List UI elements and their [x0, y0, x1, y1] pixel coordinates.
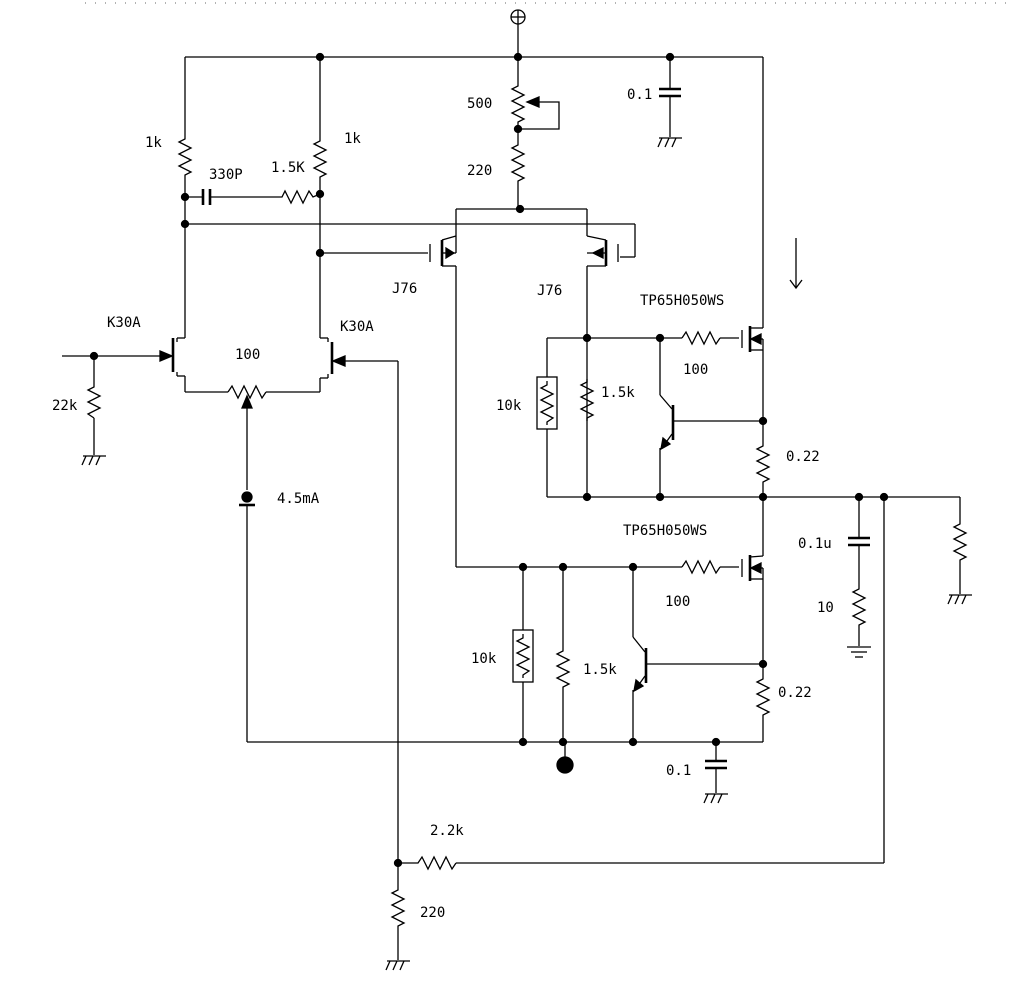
junction-dot	[655, 492, 665, 502]
resistor-1-5k-upper	[579, 379, 595, 421]
label-pot-500: 500	[467, 96, 492, 112]
ground-symbol	[947, 594, 972, 605]
ground-symbol	[385, 960, 410, 971]
junction-dot	[518, 737, 528, 747]
bjt-limiter-upper	[659, 394, 675, 451]
pot-wiper-arrow	[525, 96, 540, 108]
positive-supply-terminal	[510, 9, 526, 57]
label-jfet-left: K30A	[107, 315, 141, 331]
label-pmos-left: J76	[392, 281, 417, 297]
resistor-220-bottom	[390, 886, 406, 929]
bjt-limiter-lower	[632, 636, 648, 693]
label-r-2-2k: 2.2k	[430, 823, 464, 839]
label-r-10k-lower: 10k	[471, 651, 497, 667]
label-r-1-5k-upper: 1.5k	[601, 385, 635, 401]
capacitor-330p	[201, 189, 212, 205]
resistor-22k	[86, 383, 102, 419]
label-current-source: 4.5mA	[277, 491, 320, 507]
label-r-100-upper: 100	[683, 362, 708, 378]
label-pot-100: 100	[235, 347, 260, 363]
potentiometer-100	[227, 384, 267, 400]
resistor-100-lower	[681, 559, 721, 575]
label-r-1-5k-feedback: 1.5K	[271, 160, 305, 176]
label-c-0-1u-zobel: 0.1u	[798, 536, 832, 552]
label-r-1k-right: 1k	[344, 131, 361, 147]
label-mosfet-lower: TP65H050WS	[623, 523, 707, 539]
mosfet-tp65h050ws-upper	[741, 326, 764, 352]
ground-symbol	[81, 455, 106, 466]
negative-supply-terminal	[556, 756, 574, 774]
label-r-0-22-lower: 0.22	[778, 685, 812, 701]
junction-dot	[582, 492, 592, 502]
jfet-k30a-right	[319, 337, 346, 392]
junction-dot	[582, 333, 592, 343]
resistor-0-22-upper	[755, 442, 771, 485]
ground-symbol	[657, 137, 682, 148]
resistor-10k-upper	[536, 376, 558, 430]
resistor-220-top	[510, 141, 526, 184]
label-r-0-22-upper: 0.22	[786, 449, 820, 465]
label-jfet-right: K30A	[340, 319, 374, 335]
capacitor-0-1-bottom	[705, 759, 727, 770]
resistor-0-22-lower	[755, 675, 771, 718]
resistor-10k-lower	[512, 629, 534, 683]
label-r-220-top: 220	[467, 163, 492, 179]
jfet-k30a-left	[159, 337, 186, 392]
pmos-j76-right	[586, 235, 619, 267]
wire	[518, 101, 560, 130]
label-r-220-bottom: 220	[420, 905, 445, 921]
resistor-10-zobel	[851, 585, 867, 628]
pmos-j76-left	[429, 235, 457, 267]
mosfet-tp65h050ws-lower	[741, 555, 764, 581]
junction-dot	[628, 737, 638, 747]
current-direction-arrow	[789, 238, 803, 290]
label-c-330p: 330P	[209, 167, 243, 183]
resistor-1-5k-lower	[555, 648, 571, 690]
resistor-1k-right	[312, 137, 328, 180]
resistor-100-upper	[681, 330, 721, 346]
label-r-22k: 22k	[52, 398, 78, 414]
capacitor-0-1u-zobel	[848, 536, 870, 547]
label-r-100-lower: 100	[665, 594, 690, 610]
label-r-10k-upper: 10k	[496, 398, 522, 414]
current-source-4-5ma	[239, 491, 255, 507]
label-r-1-5k-lower: 1.5k	[583, 662, 617, 678]
potentiometer-500	[510, 83, 526, 129]
resistor-load	[952, 520, 968, 563]
resistor-1k-left	[177, 135, 193, 178]
ground-symbol	[703, 793, 728, 804]
label-mosfet-upper: TP65H050WS	[640, 293, 724, 309]
label-r-1k-left: 1k	[145, 135, 162, 151]
label-c-0-1-bottom: 0.1	[666, 763, 691, 779]
resistor-2-2k	[398, 855, 457, 871]
signal-ground-symbol	[847, 646, 871, 658]
resistor-1-5k-feedback	[278, 189, 321, 205]
label-r-10-zobel: 10	[817, 600, 834, 616]
label-c-0-1-top: 0.1	[627, 87, 652, 103]
capacitor-0-1-top	[659, 87, 681, 98]
label-pmos-right: J76	[537, 283, 562, 299]
